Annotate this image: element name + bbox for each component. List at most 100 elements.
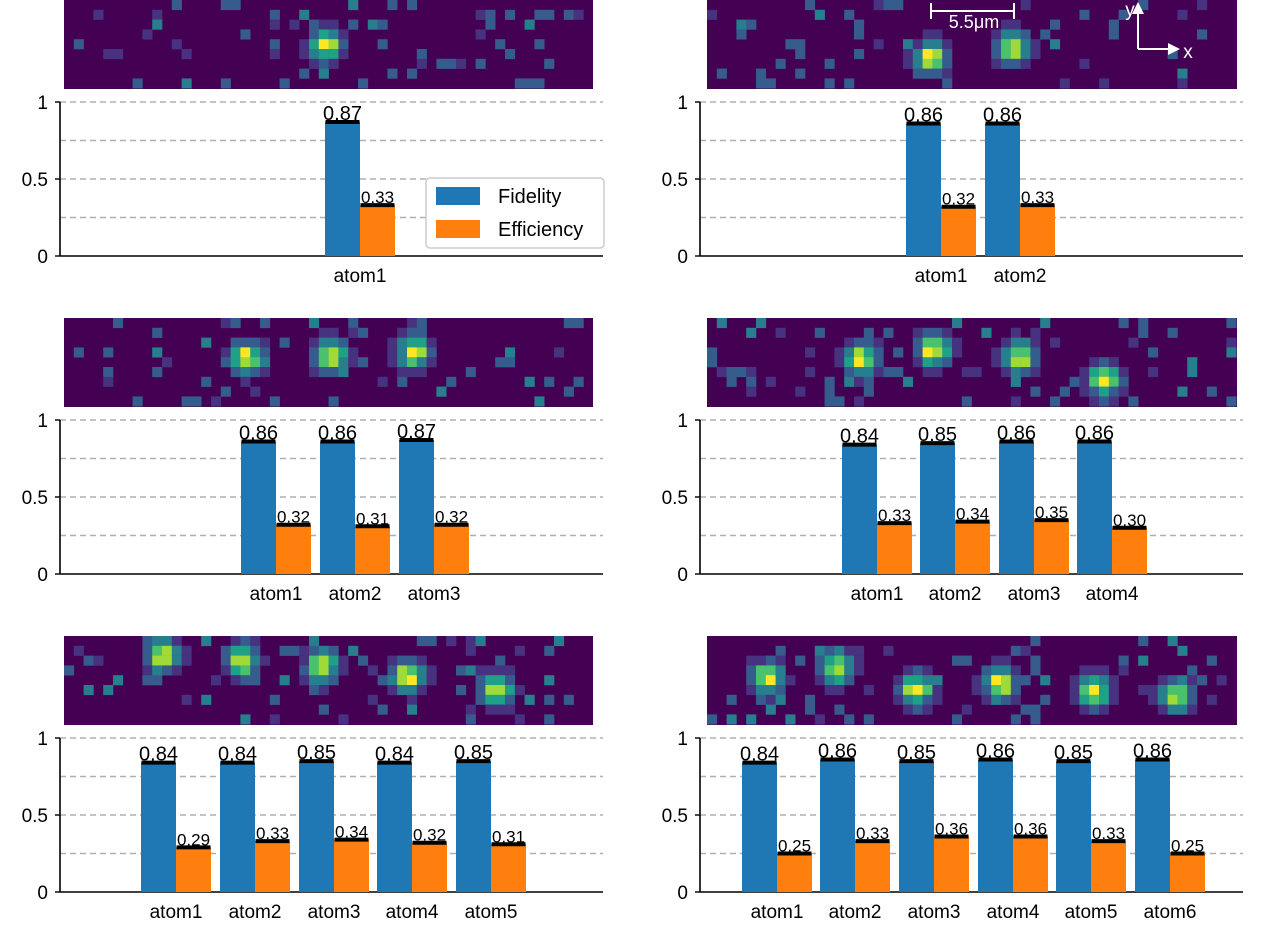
camera-pixel [1010, 376, 1021, 387]
camera-pixel [407, 655, 418, 666]
camera-pixel [309, 58, 320, 69]
camera-pixel [240, 714, 251, 725]
camera-pixel [903, 58, 914, 69]
camera-pixel [942, 49, 953, 60]
camera-pixel [407, 0, 418, 11]
camera-pixel [932, 694, 943, 705]
camera-pixel [991, 58, 1002, 69]
camera-pixel [952, 347, 963, 358]
camera-pixel [1020, 39, 1031, 50]
camera-pixel [1167, 327, 1178, 338]
camera-pixel [1020, 357, 1031, 368]
camera-pixel [1030, 704, 1041, 715]
camera-pixel [834, 704, 845, 715]
camera-pixel [765, 694, 776, 705]
camera-pixel [1099, 694, 1110, 705]
camera-pixel [775, 655, 786, 666]
fidelity-bar [241, 441, 276, 574]
camera-pixel [805, 367, 816, 378]
camera-pixel [756, 665, 767, 676]
camera-pixel [707, 347, 718, 358]
camera-pixel [387, 357, 398, 368]
camera-pixel [1187, 665, 1198, 676]
camera-pixel [775, 58, 786, 69]
camera-pixel [367, 694, 378, 705]
camera-pixel [1148, 685, 1159, 696]
efficiency-value-label: 0.29 [177, 830, 210, 849]
x-arrow-label: x [1183, 42, 1193, 63]
camera-pixel [299, 655, 310, 666]
camera-pixel [961, 367, 972, 378]
camera-pixel [416, 685, 427, 696]
camera-pixel [922, 704, 933, 715]
camera-pixel [1138, 327, 1149, 338]
camera-pixel [903, 376, 914, 387]
camera-pixel [1001, 367, 1012, 378]
camera-pixel [834, 645, 845, 656]
camera-pixel [1177, 685, 1188, 696]
camera-pixel [201, 694, 212, 705]
camera-pixel [756, 675, 767, 686]
camera-pixel [1157, 694, 1168, 705]
camera-pixel [328, 39, 339, 50]
camera-pixel [1030, 347, 1041, 358]
camera-pixel [1177, 694, 1188, 705]
camera-pixel [1226, 318, 1237, 329]
camera-pixel [377, 19, 388, 30]
camera-pixel [981, 685, 992, 696]
camera-pixel [407, 665, 418, 676]
camera-pixel [416, 655, 427, 666]
efficiency-value-label: 0.33 [361, 188, 394, 207]
camera-pixel [824, 376, 835, 387]
camera-pixel [426, 675, 437, 686]
efficiency-bar [955, 521, 990, 574]
camera-pixel [844, 367, 855, 378]
camera-pixel [1099, 376, 1110, 387]
camera-pixel [299, 645, 310, 656]
camera-pixel [328, 357, 339, 368]
efficiency-value-label: 0.32 [413, 826, 446, 845]
camera-pixel [446, 58, 457, 69]
camera-pixel [544, 714, 555, 725]
y-tick-label: 1 [677, 93, 688, 114]
fidelity-value-label: 0.87 [323, 103, 362, 125]
camera-pixel [834, 685, 845, 696]
camera-pixel [824, 665, 835, 676]
camera-pixel [230, 0, 241, 11]
camera-pixel [1010, 675, 1021, 686]
camera-pixel [1187, 704, 1198, 715]
camera-pixel [932, 347, 943, 358]
camera-pixel [152, 367, 163, 378]
camera-pixel [952, 318, 963, 329]
camera-pixel [250, 655, 261, 666]
camera-pixel [309, 318, 320, 329]
camera-pixel [181, 49, 192, 60]
camera-pixel [765, 655, 776, 666]
camera-pixel [328, 58, 339, 69]
camera-pixel [407, 694, 418, 705]
camera-pixel [1108, 357, 1119, 368]
camera-pixel [854, 347, 865, 358]
camera-pixel [1177, 386, 1188, 397]
camera-pixel [416, 318, 427, 329]
camera-pixel [932, 327, 943, 338]
camera-pixel [318, 327, 329, 338]
camera-pixel [834, 655, 845, 666]
fidelity-bar [141, 762, 176, 892]
camera-pixel [318, 58, 329, 69]
fidelity-value-label: 0.84 [139, 744, 178, 766]
camera-pixel [746, 665, 757, 676]
camera-pixel [1187, 694, 1198, 705]
camera-pixel [1177, 9, 1188, 20]
camera-pixel [309, 636, 320, 647]
efficiency-bar [941, 206, 976, 256]
x-tick-label: atom1 [334, 266, 387, 287]
camera-pixel [436, 58, 447, 69]
camera-pixel [1079, 367, 1090, 378]
camera-pixel [1010, 357, 1021, 368]
camera-pixel [465, 665, 476, 676]
camera-pixel [785, 39, 796, 50]
camera-pixel [230, 347, 241, 358]
camera-pixel [1138, 685, 1149, 696]
camera-pixel [922, 68, 933, 79]
